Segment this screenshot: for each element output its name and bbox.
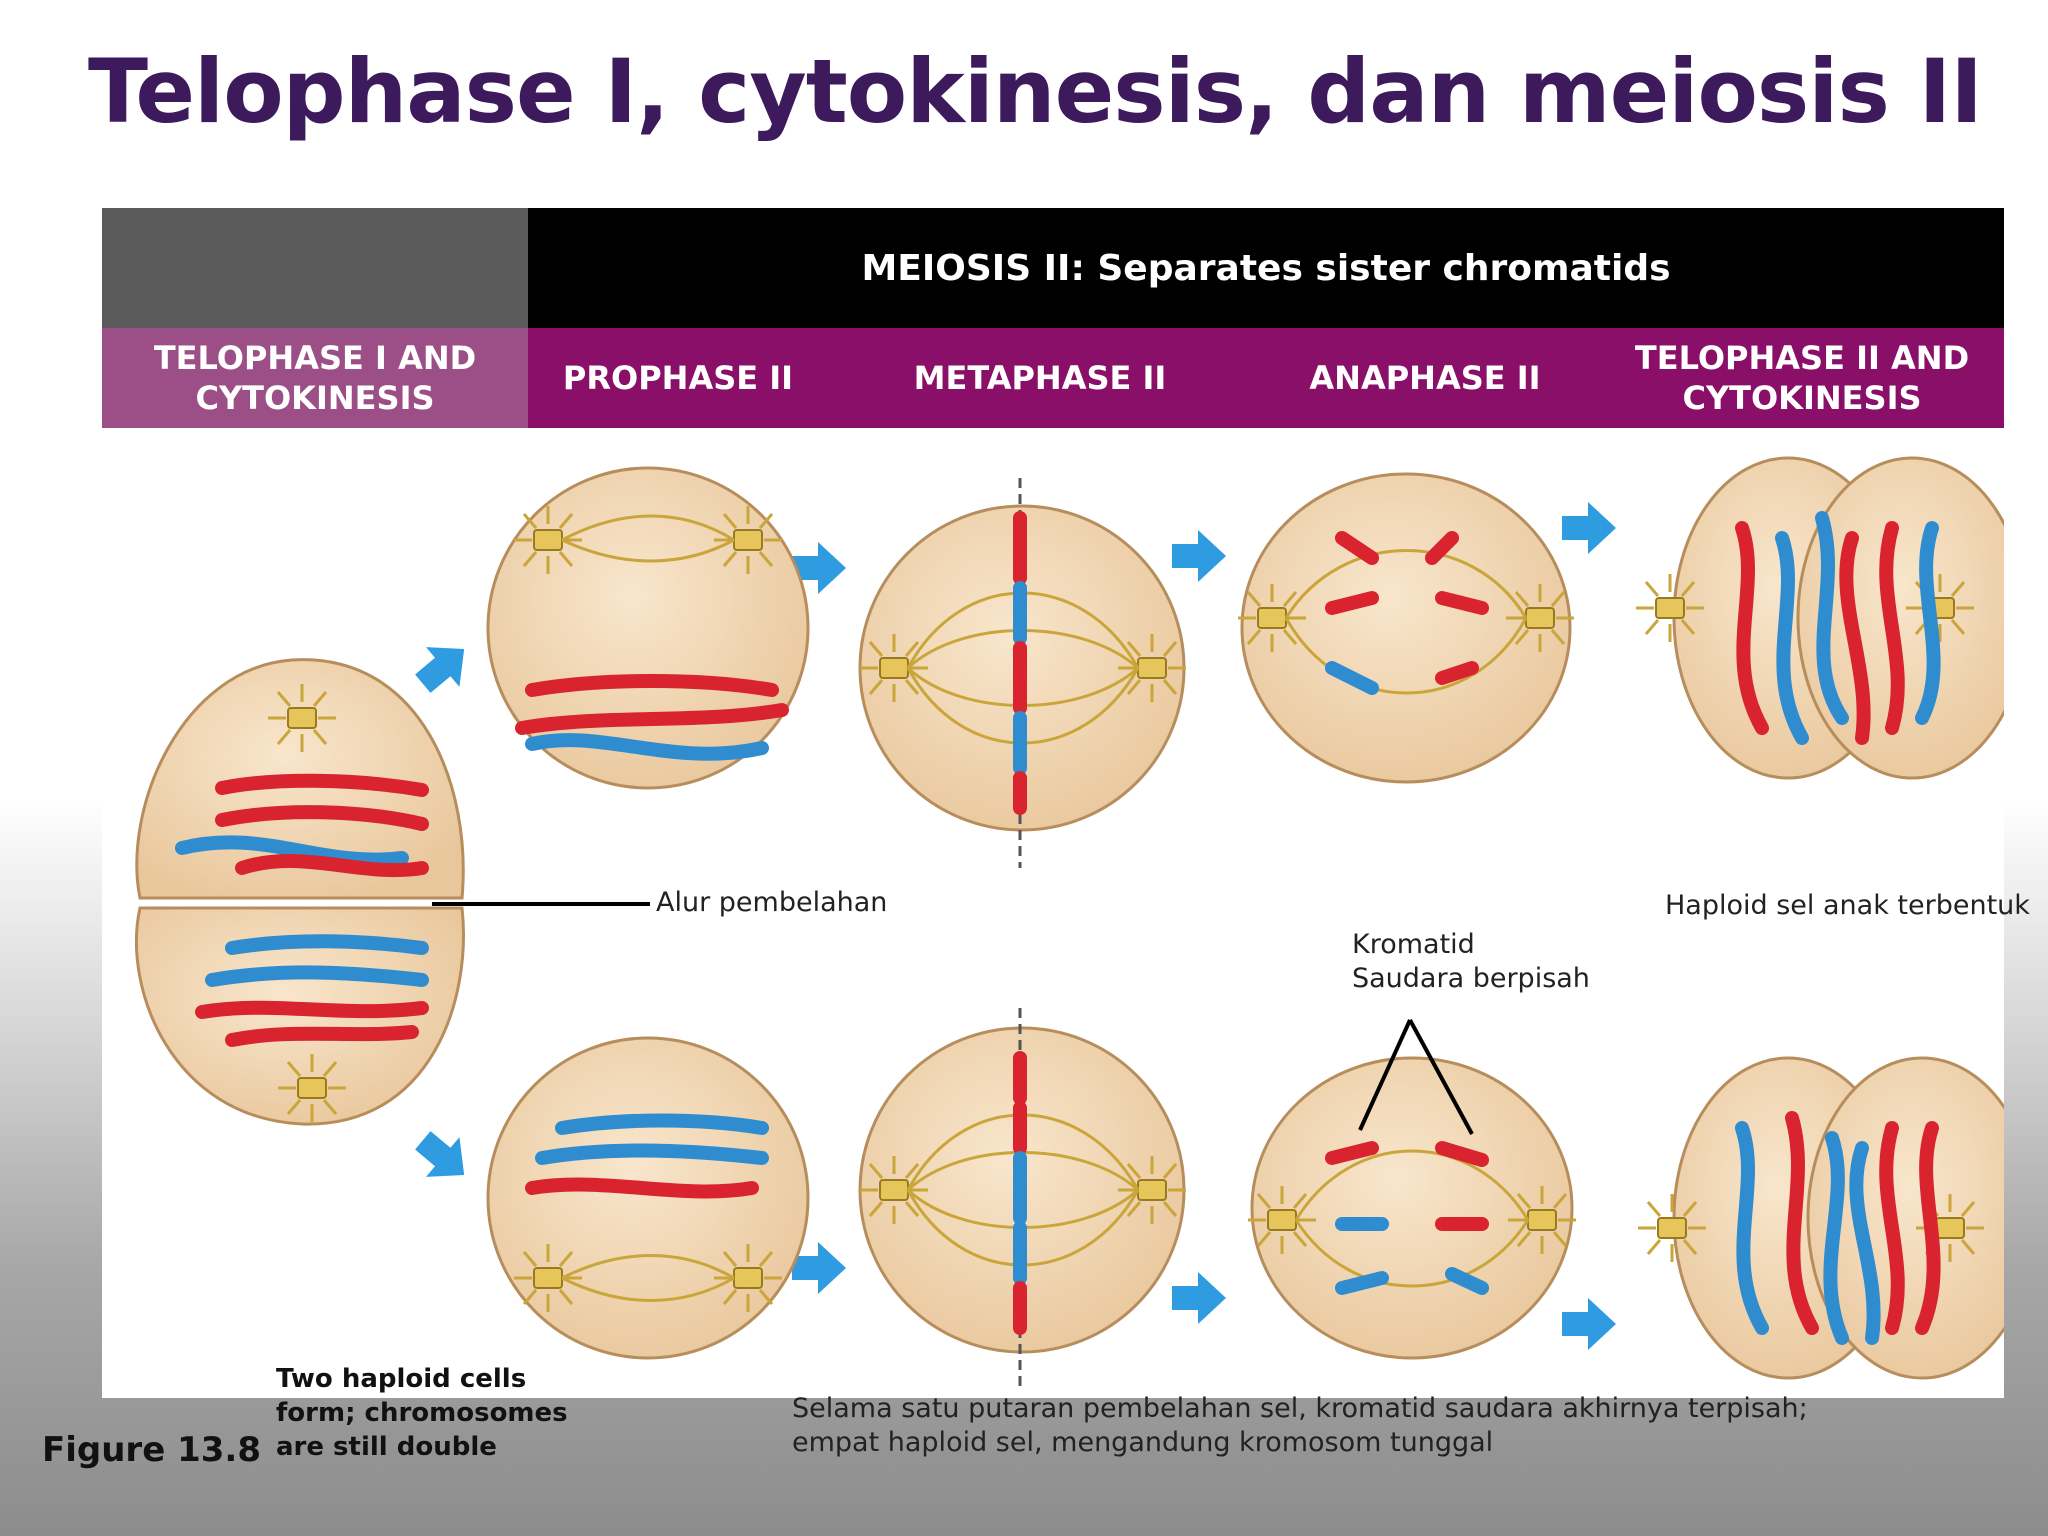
phase-label: ANAPHASE II: [1309, 359, 1541, 397]
cleavage-label: Alur pembelahan: [656, 887, 888, 918]
phase-label-line: TELOPHASE I AND: [153, 339, 477, 377]
phase-anaphase-ii: ANAPHASE II: [1250, 328, 1600, 428]
caption-line: form; chromosomes: [276, 1398, 568, 1428]
prophase-ii-top-cell: [486, 466, 810, 790]
phase-label-line: CYTOKINESIS: [1682, 379, 1922, 417]
kromatid-pointer-lines: [1358, 1019, 1474, 1135]
meiosis-ii-diagram: [135, 456, 2004, 1388]
header-gray-block: [102, 208, 528, 328]
arrow-icon: [406, 629, 481, 704]
caption-line: are still double: [276, 1432, 497, 1462]
phase-label: METAPHASE II: [913, 359, 1167, 397]
metaphase-ii-top-cell: [858, 478, 1188, 868]
telophase-i-header-bg: [102, 328, 528, 428]
page-title: Telophase I, cytokinesis, dan meiosis II: [88, 40, 1983, 143]
phase-prophase-ii: PROPHASE II: [528, 328, 828, 428]
arrow-icon: [1172, 1272, 1226, 1324]
meiosis-ii-header: MEIOSIS II: Separates sister chromatids: [528, 208, 2004, 328]
chromatid-label: Kromatid Saudara berpisah: [1352, 928, 1590, 996]
phase-metaphase-ii: METAPHASE II: [860, 328, 1220, 428]
telophase-ii-top-cells: [1634, 456, 2004, 780]
note-line: Selama satu putaran pembelahan sel, krom…: [792, 1393, 1808, 1424]
chromatid-label-line: Saudara berpisah: [1352, 963, 1590, 994]
metaphase-ii-bottom-cell: [858, 1008, 1188, 1388]
arrow-icon: [406, 1120, 481, 1195]
phase-header-bar: [528, 328, 2004, 428]
summary-note: Selama satu putaran pembelahan sel, krom…: [792, 1392, 1808, 1460]
phase-label: PROPHASE II: [562, 359, 794, 397]
caption-line: Two haploid cells: [276, 1364, 527, 1394]
note-line: empat haploid sel, mengandung kromosom t…: [792, 1427, 1494, 1458]
telophase-ii-bottom-cells: [1636, 1056, 2004, 1380]
anaphase-ii-top-cell: [1236, 472, 1576, 784]
chromatid-label-line: Kromatid: [1352, 929, 1475, 960]
telophase-i-bottom-cell: [135, 906, 465, 1126]
arrow-icon: [1172, 530, 1226, 582]
arrow-icon: [1562, 502, 1616, 554]
prophase-ii-bottom-cell: [486, 1036, 810, 1360]
haploid-label: Haploid sel anak terbentuk: [1665, 890, 2030, 921]
figure-number: Figure 13.8: [42, 1430, 261, 1470]
phase-label-line: CYTOKINESIS: [195, 379, 435, 417]
anaphase-ii-bottom-cell: [1246, 1019, 1578, 1360]
phase-label-line: TELOPHASE II AND: [1634, 339, 1970, 377]
telophase-i-top-cell: [135, 658, 465, 900]
arrow-icon: [1562, 1298, 1616, 1350]
figure-caption: Two haploid cells form; chromosomes are …: [276, 1362, 568, 1464]
